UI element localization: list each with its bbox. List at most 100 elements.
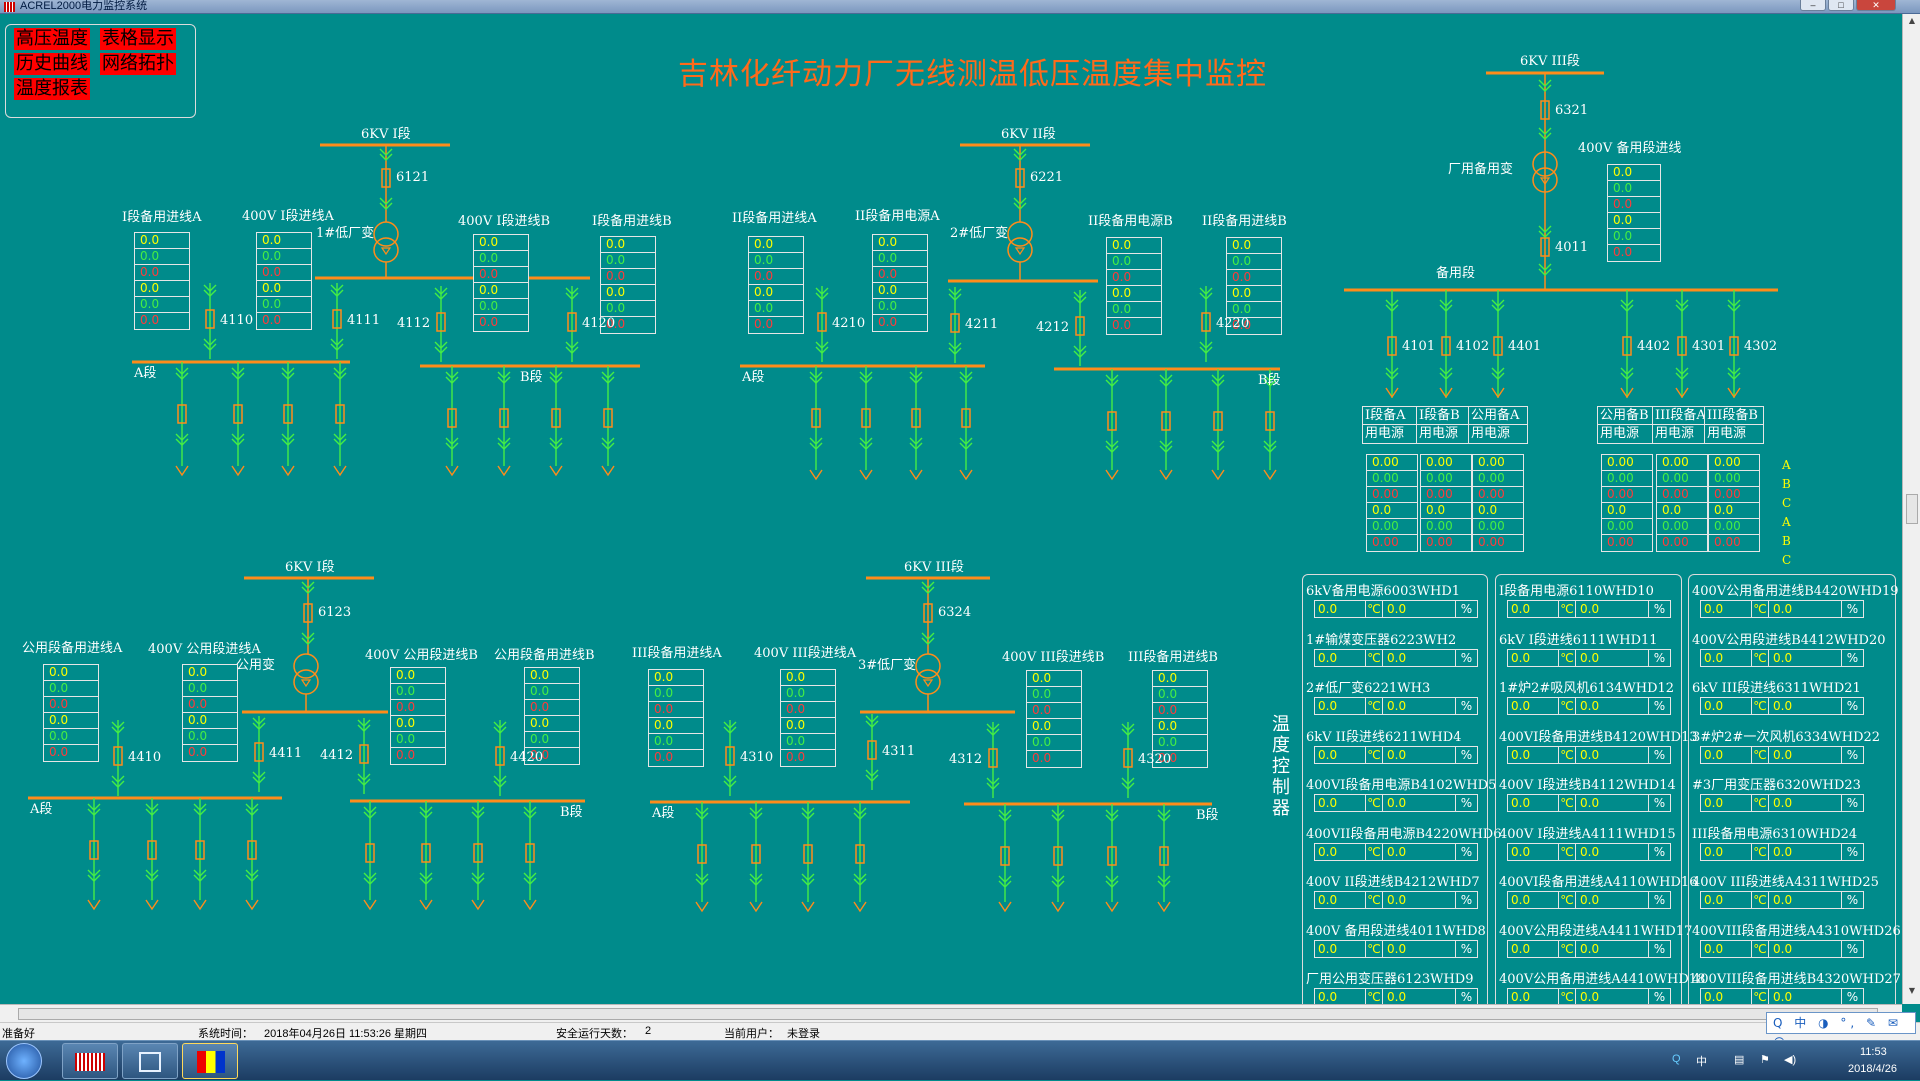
section-s1-br-lv-breaker <box>332 309 342 329</box>
section-s4-feeder-b3-arrow <box>1157 901 1171 913</box>
section-s1-temp-mid-row-3: 0.0 <box>257 281 311 297</box>
readout-value: 0.0 <box>1704 796 1724 810</box>
tray-date[interactable]: 2018/4/26 <box>1848 1063 1897 1075</box>
section-s2-feeder-b2-arrow <box>1211 469 1225 481</box>
scroll-down-icon[interactable]: ▼ <box>1908 986 1916 995</box>
nav-table-view[interactable]: 表格显示 <box>100 28 176 50</box>
hscroll-thumb[interactable] <box>18 1008 1878 1020</box>
thermometer-icon: ℃ <box>1558 989 1576 1004</box>
nav-temp-report[interactable]: 温度报表 <box>14 78 90 100</box>
section-s2-br-a-breaker <box>817 312 827 332</box>
section-s2-temp-right1-row-5: 0.0 <box>1112 318 1132 332</box>
nav-hv-temp[interactable]: 高压温度 <box>14 28 90 50</box>
section-s2-feeder-b0-fork-bot <box>1105 440 1119 453</box>
taskbar-app-monitor[interactable] <box>182 1043 238 1079</box>
section-s3-feeder-a1-fork-top <box>145 803 159 816</box>
ime-toolbar[interactable]: Q 中 ◑ °, ✎ ✉ ☺ <box>1766 1012 1916 1050</box>
search-icon[interactable]: Q <box>1672 1053 1681 1065</box>
vscroll-thumb[interactable] <box>1906 494 1918 524</box>
scroll-up-icon[interactable]: ▲ <box>1908 16 1916 25</box>
section-s1-temp-mid-row-0: 0.0 <box>257 233 311 249</box>
vertical-scrollbar[interactable]: ▲ ▼ <box>1902 14 1920 1004</box>
section-s1-feeder-a3-fork-top <box>333 367 347 380</box>
readout-value: 0.0 <box>1318 747 1338 762</box>
section-s3-feeder-a1-fork-bot <box>145 869 159 882</box>
section-s4-bus-a-label: A段 <box>652 806 675 821</box>
section-s3-temp-right2-row-3: 0.0 <box>525 716 579 732</box>
section-s1-feeder-a0-fork-top <box>175 367 189 380</box>
readout-value: 0.0 <box>1511 747 1531 762</box>
close-button[interactable]: ✕ <box>1856 0 1896 11</box>
tray-time[interactable]: 11:53 <box>1860 1046 1887 1058</box>
nav-history-curve[interactable]: 历史曲线 <box>14 53 90 75</box>
section-s3-br-lv-breaker <box>254 742 264 762</box>
section-s1-br-a-breaker <box>205 309 215 329</box>
section-s1-feeder-a2-fork-bot <box>281 433 295 446</box>
volume-icon[interactable]: ◀) <box>1784 1054 1797 1066</box>
section-s3-feeder-b3-arrow <box>523 899 537 911</box>
taskbar-app-network[interactable] <box>122 1043 178 1079</box>
section-s1-feeder-a1-breaker <box>233 404 243 424</box>
section-s3-bus-a-label: A段 <box>30 802 53 817</box>
section-s3-mid-label: 400V 公用段进线A <box>148 642 261 657</box>
minimize-button[interactable]: – <box>1800 0 1826 11</box>
section-s2-temp-right1-row-1: 0.0 <box>1107 254 1161 270</box>
readout-value: 0.0 <box>1387 990 1407 1004</box>
network-icon[interactable]: ▤ <box>1734 1054 1745 1066</box>
taskbar-app-acrel[interactable] <box>62 1043 118 1079</box>
readout-value: 0.0 <box>1580 941 1600 956</box>
section-s3-feeder-b1-fork-bot <box>419 872 433 885</box>
section-s1-temp-right2-row-1: 0.0 <box>601 253 655 269</box>
reserve-feeder-4-temp-row-5: 0.00 <box>1662 535 1689 549</box>
section-s4-feeder-a1-fork-bot <box>749 873 763 886</box>
maximize-button[interactable]: □ <box>1828 0 1854 11</box>
section-s2-br-a-fork-bot <box>815 341 829 354</box>
section-s3-temp-left-row-3: 0.0 <box>44 713 98 729</box>
readout-value: 0.0 <box>1511 844 1531 859</box>
section-s4-feeder-a3-fork-top <box>853 807 867 820</box>
controller-panel-col2 <box>1495 574 1682 1004</box>
controller-col2-label-4: 400V I段进线B4112WHD14 <box>1499 778 1676 793</box>
reserve-feeder-3-temp-row-0: 0.00 <box>1602 455 1652 471</box>
section-s3-feeder-b0-breaker <box>365 843 375 863</box>
reserve-feeder-4-name2: 用电源 <box>1655 426 1695 441</box>
section-s3-temp-mid-row-5: 0.0 <box>188 745 208 759</box>
nav-network-topology[interactable]: 网络拓扑 <box>100 53 176 75</box>
ime-indicator[interactable]: 中 <box>1696 1056 1707 1068</box>
reserve-lv-breaker <box>1540 237 1550 257</box>
readout-value: 0.0 <box>1704 844 1724 859</box>
start-button[interactable] <box>6 1043 42 1079</box>
section-s4-temp-right2-row-5: 0.0 <box>1158 751 1178 765</box>
section-s2-feeder-b0-fork-top <box>1105 374 1119 387</box>
section-s3-feeder-b1-arrow <box>419 899 433 911</box>
flag-icon[interactable]: ⚑ <box>1760 1054 1770 1066</box>
horizontal-scrollbar[interactable] <box>0 1004 1902 1022</box>
